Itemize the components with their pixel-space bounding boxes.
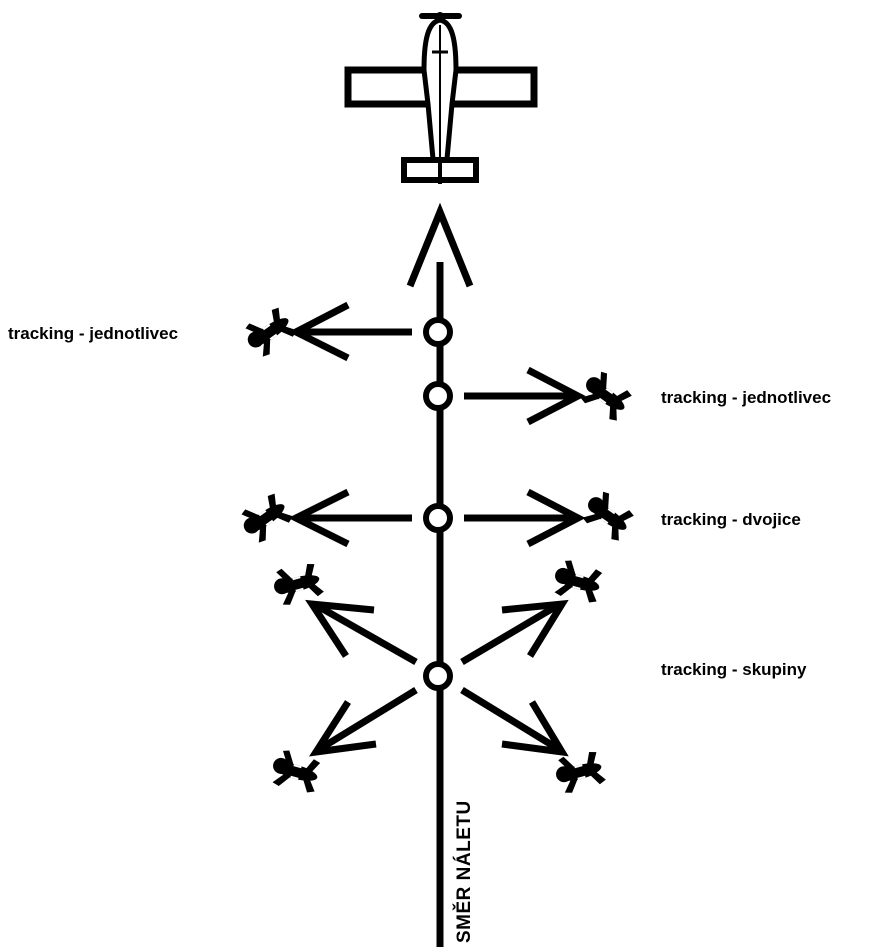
flight-line: [406, 202, 474, 947]
exit-point-2: [423, 365, 637, 426]
label-tracking-single-left: tracking - jednotlivec: [8, 324, 178, 343]
skydiver-icon: [234, 488, 297, 548]
exit-point-4: [267, 556, 608, 797]
label-tracking-groups: tracking - skupiny: [661, 660, 807, 679]
skydiver-icon: [238, 302, 301, 362]
skydiver-icon: [575, 365, 637, 425]
exit-point-1: [238, 301, 453, 362]
label-tracking-single-right: tracking - jednotlivec: [661, 388, 831, 407]
exit-point-3: [234, 485, 639, 548]
skydiver-icon: [549, 556, 607, 607]
skydiver-icon: [268, 558, 326, 609]
label-flight-direction: SMĚR NÁLETU: [453, 800, 475, 943]
airplane-icon: [344, 12, 538, 184]
skydiver-icon: [577, 485, 639, 545]
label-tracking-pair: tracking - dvojice: [661, 510, 801, 529]
